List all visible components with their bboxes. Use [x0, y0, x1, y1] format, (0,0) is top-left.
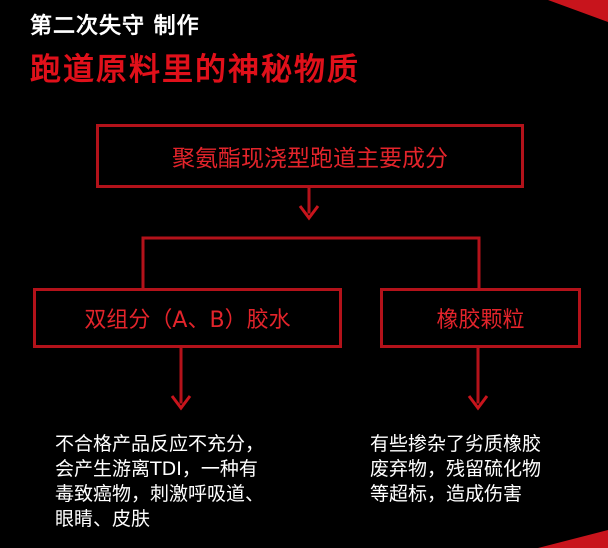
rubber-description-line: 废弃物，残留硫化物	[370, 458, 542, 480]
glue-description: 不合格产品反应不充分， 会产生游离TDI，一种有 毒致癌物，刺激呼吸道、 眼睛、…	[55, 432, 264, 532]
page-title: 跑道原料里的神秘物质	[30, 52, 360, 88]
rubber-description-line: 有些掺杂了劣质橡胶	[370, 433, 542, 455]
branch-node-rubber: 橡胶颗粒	[380, 288, 581, 348]
credit-line: 第二次失守 制作	[30, 14, 200, 39]
glue-description-line: 不合格产品反应不充分，	[55, 433, 265, 455]
corner-accent-top-right	[548, 0, 608, 22]
branch-node-glue-label: 双组分（A、B）胶水	[84, 308, 291, 333]
branch-node-glue: 双组分（A、B）胶水	[33, 288, 342, 348]
left-arrowhead	[170, 395, 192, 411]
branch-node-rubber-label: 橡胶颗粒	[436, 308, 525, 333]
rubber-description-line: 等超标，造成伤害	[370, 483, 523, 505]
rubber-description: 有些掺杂了劣质橡胶 废弃物，残留硫化物 等超标，造成伤害	[370, 432, 541, 507]
glue-description-line: 会产生游离TDI，一种有	[55, 458, 258, 480]
root-node: 聚氨酯现浇型跑道主要成分	[96, 124, 524, 188]
right-arrowhead	[467, 395, 489, 411]
glue-description-line: 眼睛、皮肤	[55, 508, 151, 530]
glue-description-line: 毒致癌物，刺激呼吸道、	[55, 483, 265, 505]
root-node-label: 聚氨酯现浇型跑道主要成分	[172, 146, 448, 172]
corner-accent-bottom-right	[538, 530, 608, 548]
root-arrowhead	[298, 205, 320, 221]
